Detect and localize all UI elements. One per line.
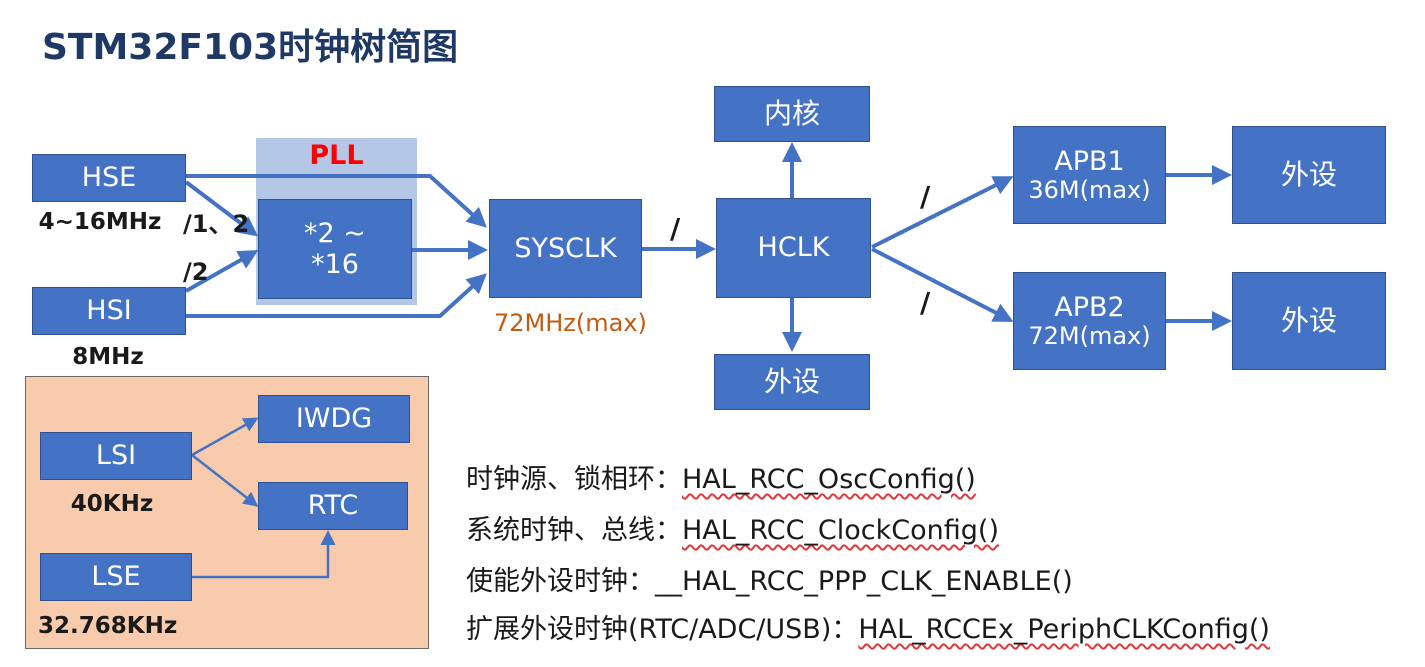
arrow-hsi-pll [185,250,259,293]
arrow-lse-rtc [192,530,336,579]
lsi-label: LSI [95,440,137,472]
apb2-max-frequency: 72M(max) [1028,321,1151,350]
arrow-lsi-iwdg [191,417,259,457]
arrow-hclk-apb1 [871,176,1014,249]
iwdg-label: IWDG [295,403,373,435]
apb1-max-frequency: 36M(max) [1028,175,1151,204]
sysclk-box: SYSCLK [489,199,642,298]
hsi-frequency: 8MHz [72,344,144,370]
api-line-clock: 系统时钟、总线：HAL_RCC_ClockConfig() [466,508,999,547]
api-clock-function: HAL_RCC_ClockConfig() [682,515,999,546]
api-periph-function: HAL_RCCEx_PeriphCLKConfig() [858,614,1270,645]
api-line-osc: 时钟源、锁相环：HAL_RCC_OscConfig() [466,457,976,496]
arrow-hse-pll [184,180,259,237]
iwdg-box: IWDG [258,395,410,443]
pll-multiplier-box: *2 ~ *16 [258,199,412,299]
pll-label: PLL [309,140,364,171]
apb1-box: APB1 36M(max) [1013,126,1166,224]
hse-label: HSE [81,162,137,194]
apb2-divider: / [920,286,931,319]
hclk-label: HCLK [757,232,830,264]
api-enable-function: __HAL_RCC_PPP_CLK_ENABLE() [655,566,1073,597]
apb2-label: APB2 [1054,291,1125,323]
lsi-frequency: 40KHz [70,491,154,517]
lse-frequency: 32.768KHz [38,613,178,639]
lse-label: LSE [91,561,141,593]
rtc-label: RTC [307,490,359,522]
api-enable-label: 使能外设时钟： [466,566,655,597]
hclk-box: HCLK [716,198,871,298]
apb1-periph-box: 外设 [1232,126,1386,224]
ahb-periph-label: 外设 [763,364,820,398]
apb1-periph-label: 外设 [1280,157,1337,191]
pll-multiplier: *2 ~ *16 [304,217,366,280]
core-box: 内核 [714,86,870,142]
rtc-box: RTC [258,482,408,530]
page-title: STM32F103时钟树简图 [42,27,459,68]
hse-divider: /1、2 [183,210,250,238]
core-label: 内核 [763,96,820,130]
hse-frequency: 4~16MHz [38,209,162,235]
apb1-divider: / [920,180,931,213]
api-periph-label: 扩展外设时钟(RTC/ADC/USB)： [466,614,859,645]
apb1-label: APB1 [1054,145,1125,177]
api-osc-label: 时钟源、锁相环： [466,464,682,495]
arrow-hse-sysclk [186,174,487,228]
ahb-periph-box: 外设 [714,354,870,410]
sysclk-hclk-divider: / [670,212,681,245]
sysclk-label: SYSCLK [514,232,617,264]
arrow-hclk-apb2 [871,247,1014,322]
api-osc-function: HAL_RCC_OscConfig() [682,464,976,495]
arrow-hsi-sysclk [186,273,487,318]
hsi-divider: /2 [183,258,209,286]
hsi-label: HSI [86,295,132,327]
api-clock-label: 系统时钟、总线： [466,515,682,546]
sysclk-max-frequency: 72MHz(max) [494,309,647,337]
api-line-enable: 使能外设时钟：__HAL_RCC_PPP_CLK_ENABLE() [466,559,1073,598]
lsi-box: LSI [40,432,192,480]
apb2-periph-label: 外设 [1280,303,1337,337]
arrow-lsi-rtc [191,454,259,507]
apb2-periph-box: 外设 [1232,272,1386,370]
hsi-box: HSI [32,287,186,335]
api-line-periph: 扩展外设时钟(RTC/ADC/USB)：HAL_RCCEx_PeriphCLKC… [466,607,1270,646]
hse-box: HSE [32,154,186,202]
lse-box: LSE [40,553,192,601]
apb2-box: APB2 72M(max) [1013,272,1166,370]
